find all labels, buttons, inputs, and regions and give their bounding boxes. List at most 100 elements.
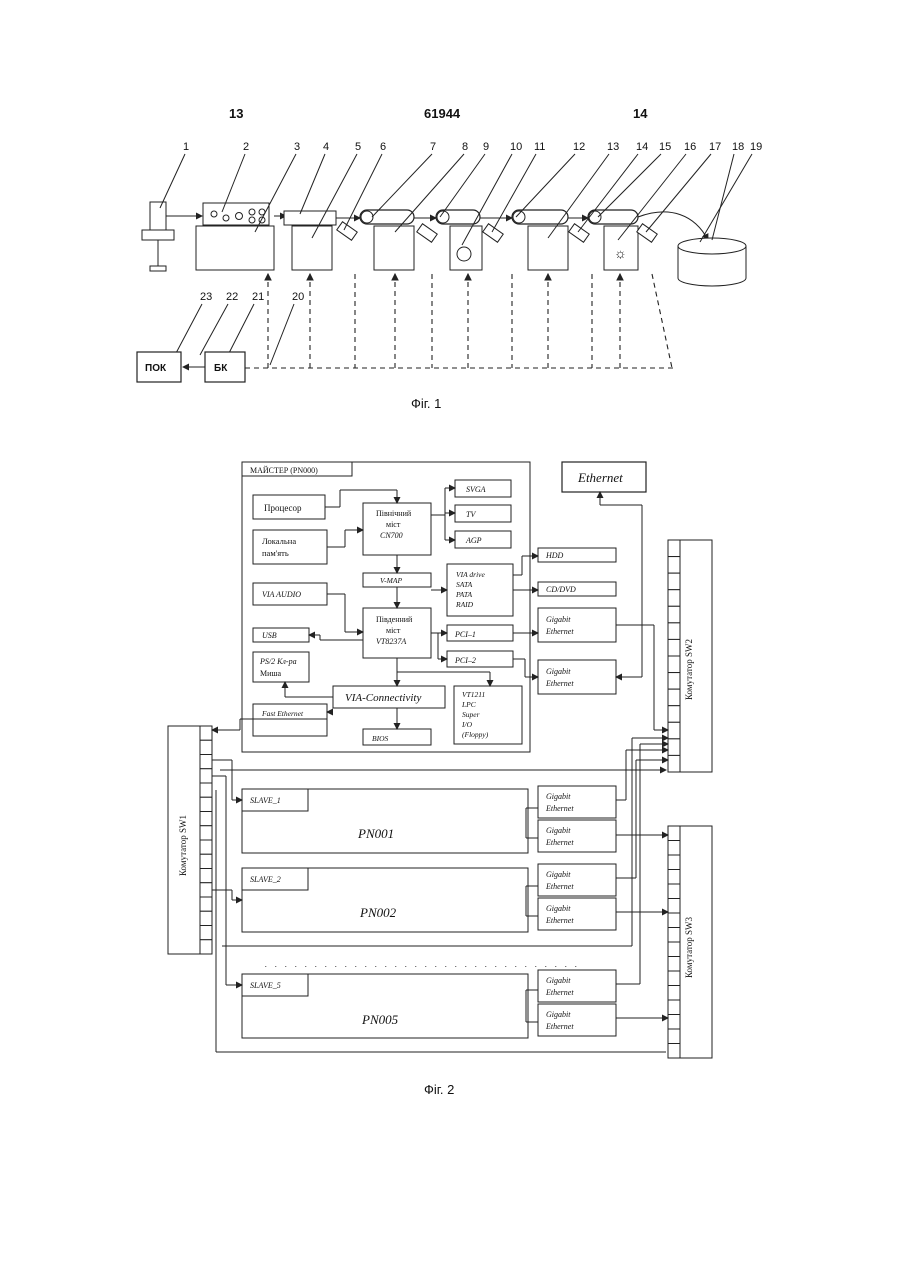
sw2-port [668,656,680,673]
fast-ethernet-label: Fast Ethernet [261,709,304,718]
sw3-port [668,1044,680,1059]
hdd-label: HDD [545,551,564,560]
fig1-callout-9: 9 [483,141,489,153]
local-memory-line1: Локальна [262,536,296,546]
fig1-caption: Фіг. 1 [411,396,441,411]
sw1-port [200,769,212,783]
fig1-pok-label: ПОК [145,363,167,374]
pci2-label: PCI–2 [454,656,476,665]
slave-gigabit-line2: Ethernet [545,882,574,891]
fig1-bk-label: БК [214,363,228,374]
vt1211-line3: Super [462,710,480,719]
ps2-line1: PS/2 Кл-ра [259,657,297,666]
fig1-source-base [142,230,174,240]
fig1-unit-5 [292,226,332,270]
slave-gigabit-line1: Gigabit [546,1010,571,1019]
sw3-port [668,1015,680,1030]
sw1-port [200,826,212,840]
slave-2-title: SLAVE_2 [250,875,281,884]
fig1-callout-11: 11 [534,141,545,153]
gigabit-master-1 [538,608,616,642]
sw2-port [668,623,680,640]
switch-sw1 [168,726,212,954]
figure-2: МАЙСТЕР (PN000) Ethernet Процесор Локаль… [168,462,712,1097]
via-drive-line2: SATA [456,580,473,589]
south-bridge-line2: міст [386,626,401,635]
sw1-port [200,869,212,883]
fig1-callout-14: 14 [636,141,648,153]
usb-label: USB [262,631,277,640]
svg-text:☼: ☼ [614,247,627,262]
gigabit-master-2-line1: Gigabit [546,667,571,676]
north-bridge-line2: міст [386,520,401,529]
sw2-port [668,739,680,756]
document-number: 61944 [424,106,461,121]
sw2-port [668,573,680,590]
fig1-callout-20: 20 [292,291,304,303]
sw1-port [200,812,212,826]
switch3-label: Комутатор SW3 [684,917,694,978]
slave-gigabit-line2: Ethernet [545,916,574,925]
sw1-port [200,926,212,940]
vmap-label: V-MAP [380,576,402,585]
figure-1: ☼ 1234567891011121314151617181923222120 … [137,141,762,411]
fig1-collector-tank [678,238,746,254]
sw2-port [668,673,680,690]
fig1-callout-18: 18 [732,141,744,153]
slave-gigabit-line2: Ethernet [545,988,574,997]
ethernet-label: Ethernet [577,470,623,485]
slave-gigabit-line2: Ethernet [545,804,574,813]
fig2-caption: Фіг. 2 [424,1082,454,1097]
ps2-line2: Миша [260,669,282,678]
via-drive-line3: PATA [455,590,473,599]
sw3-port [668,913,680,928]
slave-gigabit-box [538,786,616,818]
slave-gigabit-line1: Gigabit [546,826,571,835]
sw3-port [668,986,680,1001]
sw3-port [668,928,680,943]
vt1211-line1: VT1211 [462,690,485,699]
sw2-port [668,755,680,772]
via-audio-label: VIA AUDIO [262,590,301,599]
sw3-port [668,971,680,986]
sw3-port [668,1029,680,1044]
fig1-callout-12: 12 [573,141,585,153]
slave-1-title: SLAVE_1 [250,796,281,805]
slave-gigabit-box [538,1004,616,1036]
sw1-port [200,840,212,854]
sw1-port [200,726,212,740]
pci1-label: PCI–1 [454,630,476,639]
gigabit-master-2 [538,660,616,694]
svg-text:. . . . . . . . . . . . . . .: . . . . . . . . . . . . . . . . . . . . … [265,960,580,969]
north-bridge-line1: Північний [376,509,412,518]
vt1211-line2: LPC [461,700,477,709]
slave-gigabit-line1: Gigabit [546,976,571,985]
sw3-port [668,841,680,856]
sw1-port [200,783,212,797]
fig1-callout-21: 21 [252,291,264,303]
fig1-callout-15: 15 [659,141,671,153]
slave-gigabit-box [538,820,616,852]
fig1-callout-2: 2 [243,141,249,153]
fig1-source-top [150,202,166,230]
sw1-port [200,897,212,911]
agp-label: AGP [465,536,482,545]
slave-2-name: PN002 [359,905,397,920]
via-drive-line4: RAID [455,600,474,609]
fig1-unit-11 [450,226,482,270]
sw2-port [668,689,680,706]
slave-5-name: PN005 [361,1012,399,1027]
north-bridge-line3: CN700 [380,531,403,540]
sw2-port [668,722,680,739]
svga-label: SVGA [466,485,486,494]
via-drive-line1: VIA drive [456,570,485,579]
fig1-callout-3: 3 [294,141,300,153]
slave-gigabit-box [538,970,616,1002]
fig1-callout-13: 13 [607,141,619,153]
south-bridge-line1: Південний [376,615,413,624]
right-page-number: 14 [633,106,648,121]
sw2-port [668,590,680,607]
fig1-callout-5: 5 [355,141,361,153]
switch1-label: Комутатор SW1 [178,815,188,876]
